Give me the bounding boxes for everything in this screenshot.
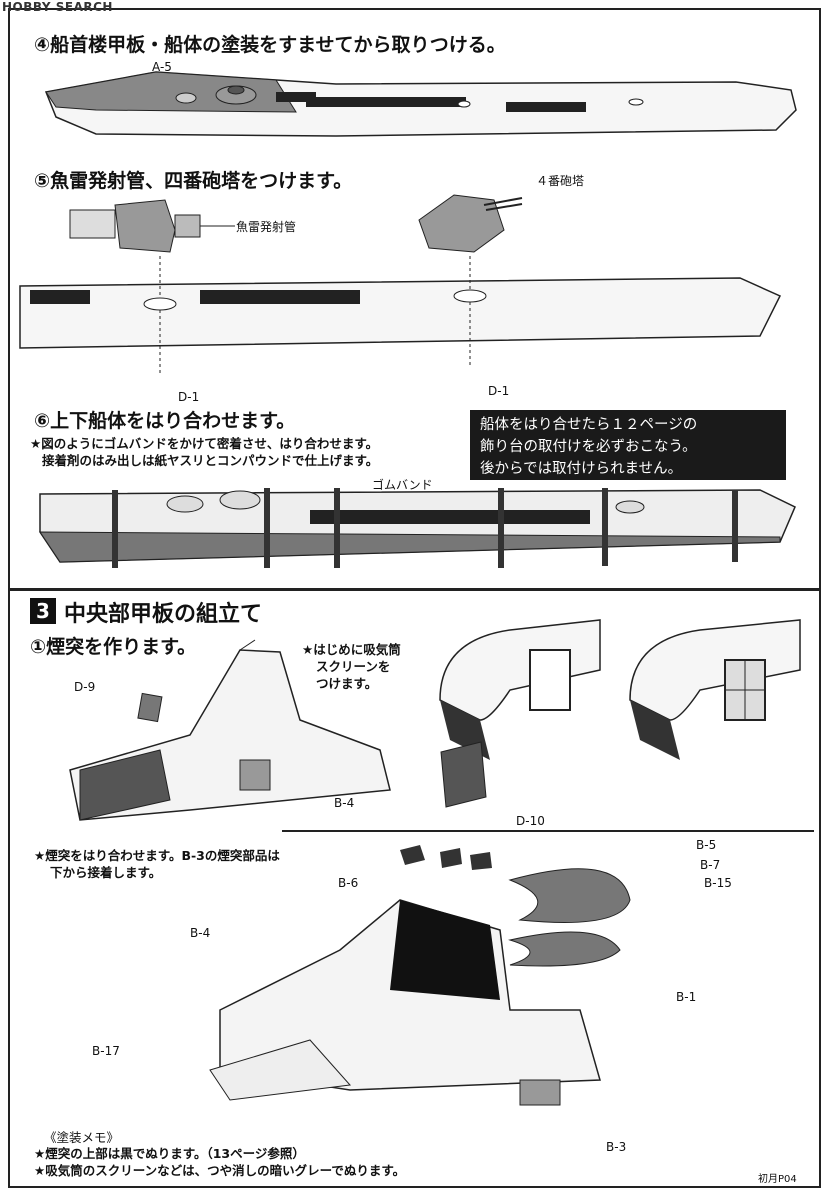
label-b1: B-1 (676, 990, 697, 1004)
turret-illustration (418, 194, 523, 253)
bow-deck-illustration (44, 71, 797, 137)
label-b7: B-7 (700, 858, 721, 872)
inner-divider (282, 830, 814, 832)
section3-step-1-title: ①煙突を作ります。 (30, 636, 197, 658)
section3-step-1-note-2: スクリーンを (316, 659, 391, 674)
funnel-assembly-illustration (209, 845, 631, 1106)
screen-part-illustration (440, 741, 487, 808)
section-number-badge: 3 (30, 598, 56, 624)
step-6-title: ⑥上下船体をはり合わせます。 (34, 410, 296, 432)
section-divider (10, 588, 819, 591)
label-rubber-band: ゴムバンド (372, 478, 433, 492)
label-b3: B-3 (606, 1140, 627, 1154)
label-d1-left: D-1 (178, 390, 200, 404)
warning-line-1: 船体をはり合せたら１２ページの (480, 417, 698, 433)
watermark: HOBBY SEARCH (2, 0, 113, 14)
label-b15: B-15 (704, 876, 732, 890)
label-b4-bottom: B-4 (190, 926, 211, 940)
torpedo-tube-illustration (69, 199, 235, 253)
label-d1-right: D-1 (488, 384, 510, 398)
warning-line-3: 後からでは取付けられません。 (480, 461, 683, 477)
label-b5: B-5 (696, 838, 717, 852)
warning-line-2: 飾り台の取付けを必ずおこなう。 (480, 439, 697, 455)
section3-step-1-note-1: ★はじめに吸気筒 (302, 642, 401, 657)
label-torpedo: 魚雷発射管 (236, 220, 297, 234)
intake-screen-illustration (439, 619, 801, 760)
label-a5: A-5 (152, 60, 172, 74)
label-b6: B-6 (338, 876, 359, 890)
page-frame (8, 8, 821, 1188)
paint-memo-title: 《塗装メモ》 (44, 1130, 120, 1145)
label-d9: D-9 (74, 680, 96, 694)
join-note-1: ★煙突をはり合わせます。B-3の煙突部品は (34, 848, 280, 863)
step-6-note-1: ★図のようにゴムバンドをかけて密着させ、はり合わせます。 (30, 436, 379, 451)
warning-box: 船体をはり合せたら１２ページの 飾り台の取付けを必ずおこなう。 後からでは取付け… (470, 410, 786, 480)
paint-memo-line-1: ★煙突の上部は黒でぬります。（13ページ参照） (34, 1146, 305, 1161)
paint-memo-line-2: ★吸気筒のスクリーンなどは、つや消しの暗いグレーでぬります。 (34, 1163, 406, 1178)
section-title: 中央部甲板の組立て (64, 602, 263, 627)
label-b17: B-17 (92, 1044, 120, 1058)
label-no4-turret: ４番砲塔 (536, 174, 585, 188)
label-b4-top: B-4 (334, 796, 355, 810)
step-4-title: ④船首楼甲板・船体の塗装をすませてから取りつける。 (34, 34, 506, 56)
hull-top-illustration (19, 256, 782, 376)
label-d10: D-10 (516, 814, 545, 828)
step-6-note-2: 接着剤のはみ出しは紙ヤスリとコンパウンドで仕上げます。 (42, 453, 379, 468)
join-note-2: 下から接着します。 (50, 865, 162, 880)
page-code: 初月P04 (758, 1174, 797, 1185)
hull-assembly-illustration (39, 488, 796, 568)
step-5-title: ⑤魚雷発射管、四番砲塔をつけます。 (34, 170, 353, 192)
funnel-intake-illustration (69, 639, 391, 821)
section3-step-1-note-3: つけます。 (316, 676, 378, 691)
